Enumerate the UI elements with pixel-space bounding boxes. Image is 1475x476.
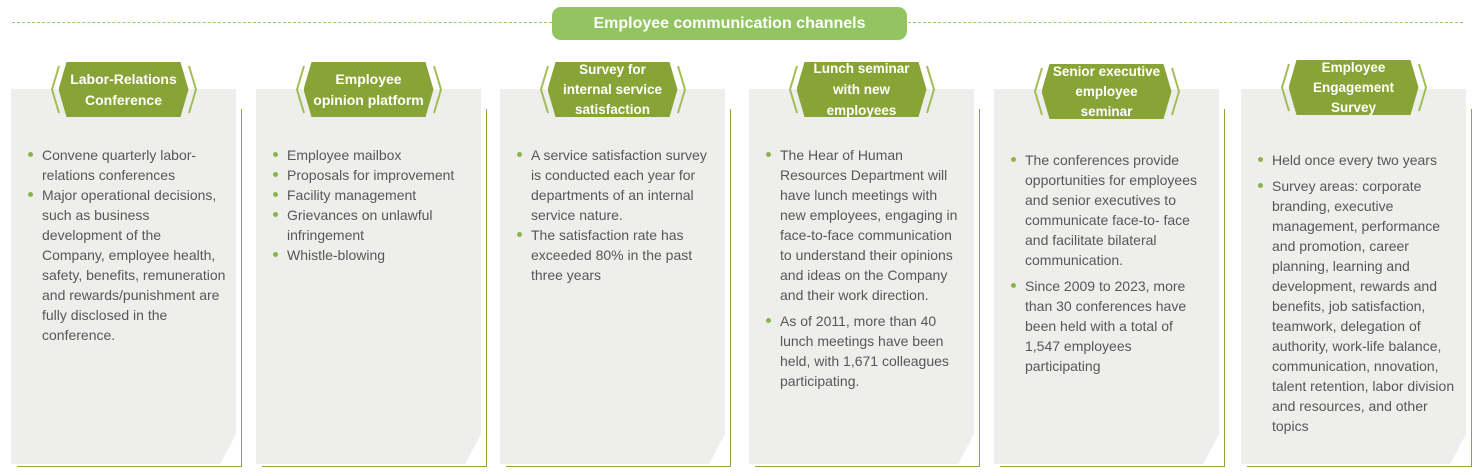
- list-item: The conferences provide opportunities fo…: [1011, 150, 1209, 270]
- list-item: A service satisfaction survey is conduct…: [517, 145, 715, 225]
- card-background: [256, 89, 481, 464]
- list-item: Since 2009 to 2023, more than 30 confere…: [1011, 276, 1209, 376]
- channel-card-labor-relations: Labor-Relations Conference Convene quart…: [11, 89, 242, 467]
- left-bracket-icon: [539, 65, 549, 114]
- card-outline: [755, 109, 980, 467]
- list-item: Major operational decisions, such as bus…: [28, 185, 226, 345]
- channel-card-senior-seminar: Senior executive employee seminar The co…: [994, 64, 1225, 467]
- list-item: Held once every two years: [1258, 150, 1456, 170]
- right-bracket-icon: [925, 65, 935, 114]
- channel-card-lunch-seminar: Lunch seminar with new employees The Hea…: [749, 61, 980, 467]
- page-title: Employee communication channels: [552, 7, 907, 40]
- card-background: [1241, 89, 1466, 464]
- left-bracket-icon: [1033, 67, 1043, 116]
- card-background: [994, 89, 1219, 464]
- left-bracket-icon: [295, 65, 305, 114]
- badge-shape: [304, 62, 434, 117]
- card-title: Survey for internal service satisfaction: [562, 61, 663, 117]
- list-item: Proposals for improvement: [273, 165, 471, 185]
- channel-card-internal-survey: Survey for internal service satisfaction…: [500, 62, 731, 467]
- bullet-list: Employee mailbox Proposals for improveme…: [273, 145, 471, 265]
- bullet-list: The Hear of Human Resources Department w…: [766, 145, 964, 391]
- list-item: As of 2011, more than 40 lunch meetings …: [766, 311, 964, 391]
- card-badge: Lunch seminar with new employees: [788, 61, 935, 118]
- card-outline: [262, 109, 487, 467]
- badge-shape: [797, 62, 927, 117]
- list-item: Convene quarterly labor-relations confer…: [28, 145, 226, 185]
- left-bracket-icon: [50, 65, 60, 114]
- left-bracket-icon: [788, 65, 798, 114]
- right-bracket-icon: [1170, 67, 1180, 116]
- card-background: [500, 89, 725, 464]
- list-item: Grievances on unlawful infringement: [273, 205, 471, 245]
- card-badge: Labor-Relations Conference: [50, 62, 197, 117]
- channel-card-opinion-platform: Employee opinion platform Employee mailb…: [256, 89, 487, 467]
- bullet-list: The conferences provide opportunities fo…: [1011, 150, 1209, 376]
- header-line-right: [908, 22, 1463, 23]
- right-bracket-icon: [1417, 63, 1427, 112]
- list-item: The satisfaction rate has exceeded 80% i…: [517, 225, 715, 285]
- list-item: Survey areas: corporate branding, execut…: [1258, 176, 1456, 436]
- badge-shape: [548, 62, 678, 117]
- card-outline: [1247, 109, 1472, 467]
- card-background: [749, 89, 974, 464]
- card-title: Employee Engagement Survey: [1312, 59, 1394, 115]
- right-bracket-icon: [676, 65, 686, 114]
- bullet-list: Convene quarterly labor-relations confer…: [28, 145, 226, 345]
- card-title: Employee opinion platform: [313, 70, 424, 108]
- card-badge: Employee Engagement Survey: [1280, 59, 1427, 115]
- badge-shape: [59, 62, 189, 117]
- card-title: Labor-Relations Conference: [70, 70, 177, 108]
- list-item: Facility management: [273, 185, 471, 205]
- badge-shape: [1042, 64, 1172, 119]
- card-badge: Survey for internal service satisfaction: [539, 61, 686, 117]
- card-outline: [506, 109, 731, 467]
- bullet-list: A service satisfaction survey is conduct…: [517, 145, 715, 285]
- header-line-left: [12, 22, 552, 23]
- card-outline: [1000, 109, 1225, 467]
- card-badge: Employee opinion platform: [295, 62, 442, 117]
- list-item: The Hear of Human Resources Department w…: [766, 145, 964, 305]
- card-background: [11, 89, 236, 464]
- left-bracket-icon: [1280, 63, 1290, 112]
- right-bracket-icon: [187, 65, 197, 114]
- card-badge: Senior executive employee seminar: [1033, 63, 1180, 119]
- list-item: Whistle-blowing: [273, 245, 471, 265]
- bullet-list: Held once every two years Survey areas: …: [1258, 150, 1456, 436]
- list-item: Employee mailbox: [273, 145, 471, 165]
- card-title: Senior executive employee seminar: [1052, 63, 1161, 119]
- right-bracket-icon: [432, 65, 442, 114]
- card-title: Lunch seminar with new employees: [813, 61, 910, 118]
- channel-card-engagement-survey: Employee Engagement Survey Held once eve…: [1241, 60, 1472, 467]
- card-outline: [17, 109, 242, 467]
- badge-shape: [1289, 60, 1419, 115]
